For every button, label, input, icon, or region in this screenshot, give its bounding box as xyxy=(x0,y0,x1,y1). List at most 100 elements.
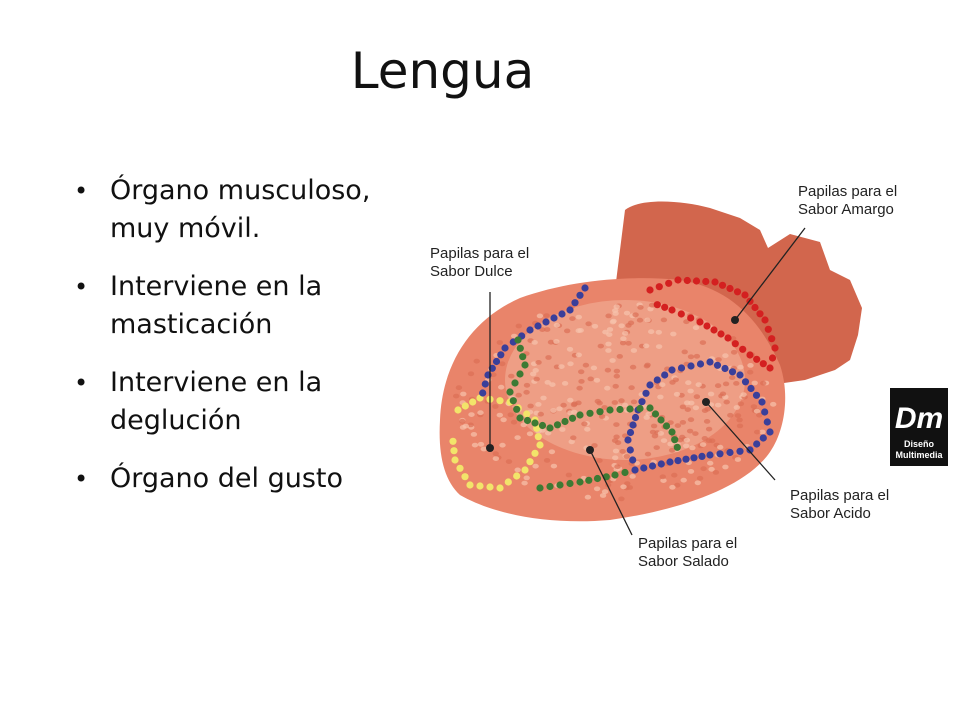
zone-dot xyxy=(516,414,524,422)
papilla xyxy=(657,394,664,400)
papilla xyxy=(612,308,619,313)
papilla xyxy=(591,443,598,448)
zone-dot xyxy=(449,437,457,445)
papilla xyxy=(477,410,484,416)
papilla xyxy=(610,318,617,324)
zone-dot xyxy=(629,456,637,464)
zone-dot xyxy=(706,358,714,366)
zone-dot xyxy=(492,357,501,366)
papilla xyxy=(692,405,700,411)
zone-dot xyxy=(481,380,489,388)
pointer-dot-dulce xyxy=(486,444,494,452)
zone-dot xyxy=(553,421,562,429)
papilla xyxy=(611,400,618,405)
papilla xyxy=(693,394,701,400)
zone-dot xyxy=(761,316,769,324)
zone-dot xyxy=(534,322,542,330)
papilla xyxy=(717,444,724,450)
zone-dot xyxy=(751,303,759,312)
zone-dot xyxy=(724,334,732,342)
papilla xyxy=(614,464,621,470)
papilla xyxy=(770,401,777,407)
zone-dot xyxy=(673,443,681,451)
papilla xyxy=(668,447,676,453)
zone-dot xyxy=(666,458,674,466)
papilla xyxy=(679,404,687,410)
papilla xyxy=(705,426,713,432)
papilla xyxy=(545,355,552,360)
papilla xyxy=(606,327,614,332)
papilla xyxy=(597,343,604,349)
papilla xyxy=(657,431,665,436)
slide-title: Lengua xyxy=(350,42,535,100)
label-acido-line2: Sabor Acido xyxy=(790,505,871,522)
zone-dot xyxy=(566,306,574,314)
papilla xyxy=(618,496,625,502)
papilla xyxy=(736,417,743,423)
zone-dot xyxy=(586,409,594,417)
zone-dot xyxy=(461,473,469,481)
zone-dot xyxy=(741,291,749,299)
papilla xyxy=(618,398,625,404)
papilla xyxy=(648,302,656,308)
papilla xyxy=(477,441,485,447)
papilla xyxy=(604,367,612,373)
papilla xyxy=(679,434,686,440)
papilla xyxy=(705,438,713,444)
papilla xyxy=(650,423,658,429)
papilla xyxy=(515,323,522,329)
zone-dot xyxy=(479,389,487,397)
zone-dot xyxy=(496,397,504,405)
zone-dot xyxy=(758,398,766,406)
papilla xyxy=(730,349,738,355)
zone-dot xyxy=(514,336,522,344)
papilla xyxy=(637,305,644,310)
papilla xyxy=(753,408,761,414)
papilla xyxy=(750,404,758,409)
papilla xyxy=(521,480,528,486)
zone-dot xyxy=(576,478,584,486)
papilla xyxy=(667,441,674,447)
papilla xyxy=(624,481,631,486)
zone-dot xyxy=(764,325,772,333)
papilla xyxy=(492,451,499,457)
bullet-item: • Interviene en la deglución xyxy=(72,364,402,440)
papilla xyxy=(596,400,603,406)
papilla xyxy=(544,327,551,332)
papilla xyxy=(550,408,557,413)
zone-dot xyxy=(516,344,524,352)
papilla xyxy=(626,485,633,490)
papilla xyxy=(514,435,521,440)
papilla xyxy=(649,429,657,435)
papilla xyxy=(625,340,632,346)
papilla xyxy=(540,395,547,401)
bullet-text-line1: Órgano musculoso, xyxy=(110,175,371,206)
papilla xyxy=(582,362,590,368)
papilla xyxy=(653,445,660,450)
leader-line-acido xyxy=(705,401,776,481)
bullet-dot: • xyxy=(74,369,89,397)
papilla xyxy=(680,477,687,483)
papilla xyxy=(568,439,575,445)
papilla xyxy=(618,323,625,329)
zone-dot xyxy=(657,460,665,468)
zone-dot xyxy=(521,466,529,474)
papilla xyxy=(499,442,506,448)
papilla xyxy=(692,431,699,436)
zone-dot xyxy=(626,405,634,413)
papilla xyxy=(535,402,542,407)
papilla xyxy=(561,381,569,386)
zone-dot xyxy=(661,371,669,379)
zone-dot xyxy=(476,482,484,490)
papilla xyxy=(704,406,711,412)
zone-dot xyxy=(576,411,584,419)
papilla xyxy=(737,364,744,370)
papilla xyxy=(564,328,571,334)
papilla xyxy=(733,381,740,386)
papilla xyxy=(570,409,578,415)
zone-dot xyxy=(677,364,686,372)
zone-dot xyxy=(756,310,764,318)
papilla xyxy=(699,340,707,345)
zone-dot xyxy=(596,408,604,416)
papilla xyxy=(548,449,556,455)
